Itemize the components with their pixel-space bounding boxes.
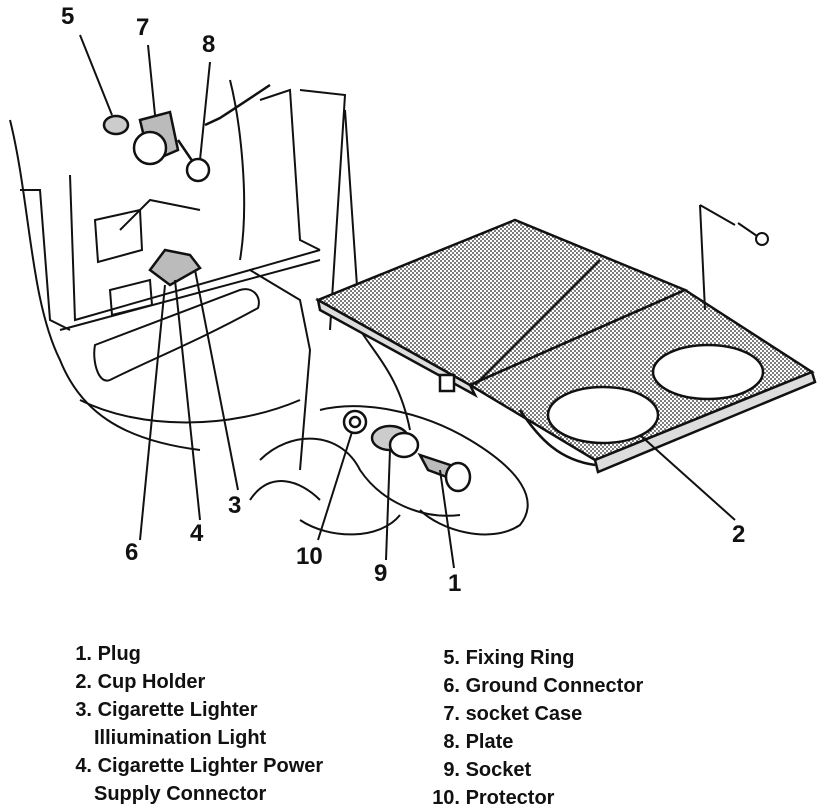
legend-text: Protector xyxy=(465,787,555,809)
socket-parts-drawing xyxy=(342,409,472,493)
callout-6: 6 xyxy=(125,539,139,566)
legend-number: 8. xyxy=(443,731,460,753)
legend-item: 5. Fixing Ring xyxy=(420,644,643,672)
upper-parts-drawing xyxy=(102,83,271,287)
legend-right: 5. Fixing Ring 6. Ground Connector 7. so… xyxy=(420,644,643,812)
legend-text: socket Case xyxy=(465,703,583,725)
legend-item: 7. socket Case xyxy=(420,700,643,728)
legend-number: 9. xyxy=(443,759,460,781)
callout-7: 7 xyxy=(136,14,150,41)
legend-text: Cigarette Lighter xyxy=(97,699,258,721)
callout-5: 5 xyxy=(61,3,75,30)
legend-text: Plug xyxy=(97,643,141,665)
legend-number: 5. xyxy=(443,647,460,669)
cup-holder-drawing xyxy=(315,218,817,474)
legend-text-continued: Supply Connector xyxy=(94,783,267,805)
legend-number: 10. xyxy=(432,787,460,809)
legend-number: 7. xyxy=(443,703,460,725)
legend-text: Cup Holder xyxy=(97,671,206,693)
callout-3: 3 xyxy=(228,492,242,519)
legend-item: 10. Protector xyxy=(420,784,643,812)
legend-left: 1. Plug 2. Cup Holder 3. Cigarette Light… xyxy=(64,640,323,808)
legend-text: Cigarette Lighter Power xyxy=(97,755,324,777)
callout-9: 9 xyxy=(374,560,388,587)
legend-text-continued: Illiumination Light xyxy=(94,727,267,749)
legend-item: 1. Plug xyxy=(64,640,323,668)
legend-text: Socket xyxy=(465,759,532,781)
legend-number: 6. xyxy=(443,675,460,697)
legend-number: 4. xyxy=(75,755,92,777)
legend-text: Fixing Ring xyxy=(465,647,575,669)
legend-item: 6. Ground Connector xyxy=(420,672,643,700)
legend-number: 2. xyxy=(75,671,92,693)
callout-2: 2 xyxy=(732,521,746,548)
legend-number: 3. xyxy=(75,699,92,721)
callout-1: 1 xyxy=(448,570,462,597)
legend-text: Plate xyxy=(465,731,514,753)
screw-drawing xyxy=(699,204,769,311)
legend-item: 9. Socket xyxy=(420,756,643,784)
leader-lines xyxy=(79,34,736,569)
callout-4: 4 xyxy=(190,520,204,547)
callout-10: 10 xyxy=(296,543,323,570)
callout-8: 8 xyxy=(202,31,216,58)
legend-text: Ground Connector xyxy=(465,675,644,697)
legend-item: 8. Plate xyxy=(420,728,643,756)
legend-item: 2. Cup Holder xyxy=(64,668,323,696)
legend-number: 1. xyxy=(75,643,92,665)
exploded-view-diagram xyxy=(9,34,817,569)
